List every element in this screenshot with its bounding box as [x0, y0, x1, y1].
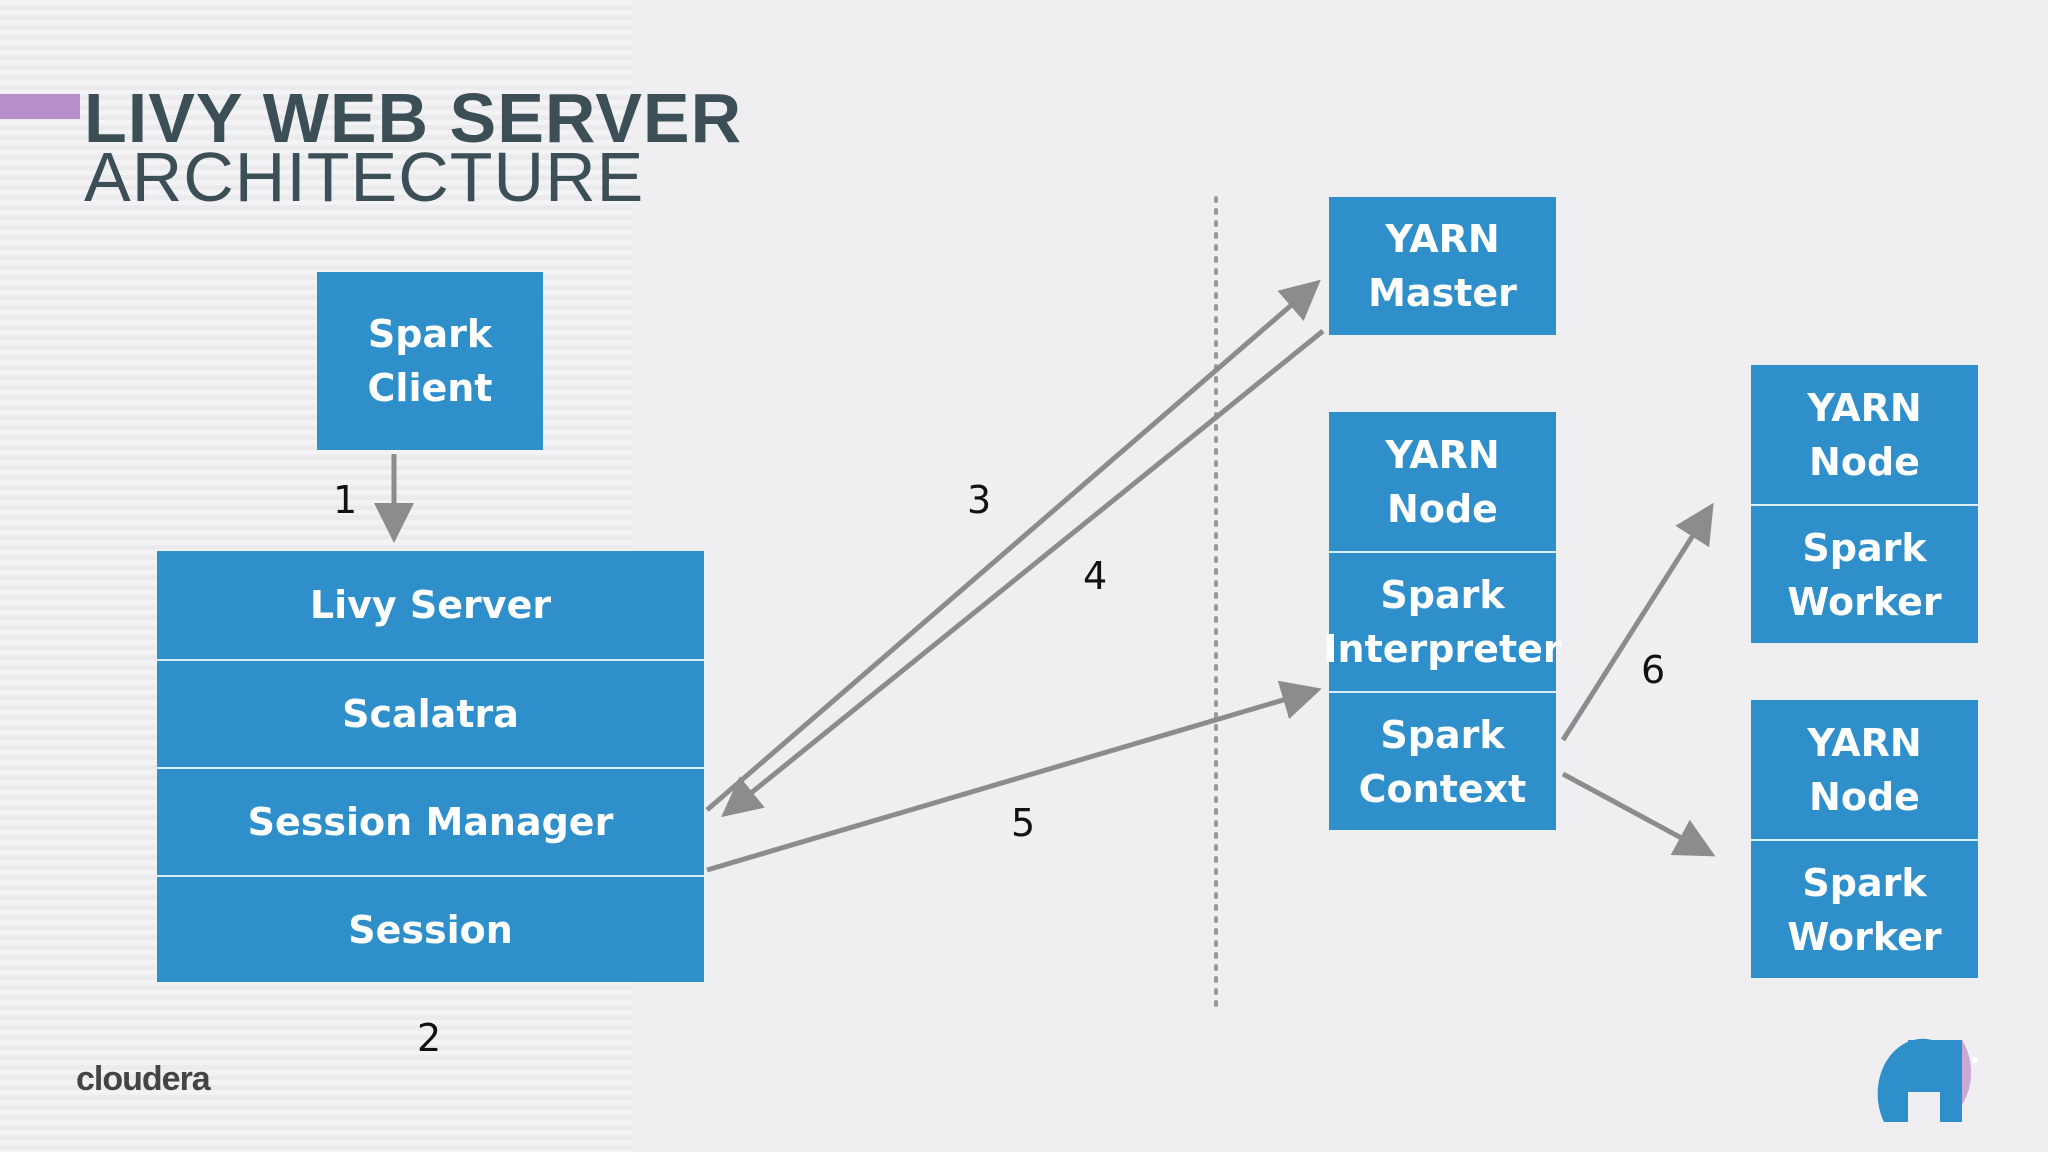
slide-title-line1: LIVY WEB SERVER — [84, 79, 743, 157]
step-4-label: 4 — [1083, 554, 1108, 598]
slide-title-line2: ARCHITECTURE — [84, 138, 645, 216]
spark-worker-top-box: Spark Worker — [1751, 504, 1978, 643]
step-2-label: 2 — [417, 1016, 442, 1060]
spark-interpreter-label: Spark Interpreter — [1323, 573, 1562, 671]
spark-worker-top-label: Spark Worker — [1787, 525, 1942, 624]
step-3-label: 3 — [967, 478, 992, 522]
spark-context-box: Spark Context — [1329, 691, 1556, 830]
arrow-5 — [706, 680, 1322, 873]
hadoop-summit-icon — [1877, 1038, 1978, 1122]
spark-context-label: Spark Context — [1358, 712, 1527, 811]
spark-worker-bottom-box: Spark Worker — [1751, 839, 1978, 978]
scalatra-label: Scalatra — [342, 692, 519, 736]
spark-client-label: Spark Client — [367, 312, 493, 410]
step-5-label: 5 — [1011, 801, 1036, 845]
arrow-3 — [705, 279, 1321, 812]
yarn-master-label: YARN Master — [1368, 217, 1517, 315]
arrow-4 — [721, 329, 1325, 818]
spark-interpreter-box: Spark Interpreter — [1323, 551, 1562, 691]
livy-server-label: Livy Server — [309, 583, 552, 627]
session-label: Session — [348, 907, 513, 952]
livy-server-box: Livy Server — [157, 551, 704, 659]
step-1-label: 1 — [333, 478, 358, 522]
session-manager-box: Session Manager — [157, 767, 704, 875]
scalatra-box: Scalatra — [157, 659, 704, 767]
spark-client-box: Spark Client — [317, 272, 543, 450]
spark-worker-bottom-label: Spark Worker — [1787, 860, 1942, 959]
yarn-node-top-label: YARN Node — [1807, 385, 1922, 484]
yarn-node-bottom-label: YARN Node — [1807, 720, 1922, 819]
step-6-label: 6 — [1641, 648, 1666, 692]
session-box: Session — [157, 875, 704, 982]
yarn-node-top-box: YARN Node — [1751, 365, 1978, 504]
cloudera-logo: cloudera — [76, 1060, 211, 1098]
title-accent-bar — [0, 94, 80, 119]
arrow-6a — [1560, 502, 1714, 742]
yarn-node-main-box: YARN Node — [1329, 412, 1556, 551]
yarn-node-main-label: YARN Node — [1385, 432, 1500, 531]
arrow-6b — [1561, 771, 1716, 857]
yarn-master-box: YARN Master — [1329, 197, 1556, 335]
session-manager-label: Session Manager — [247, 800, 614, 844]
yarn-node-bottom-box: YARN Node — [1751, 700, 1978, 839]
